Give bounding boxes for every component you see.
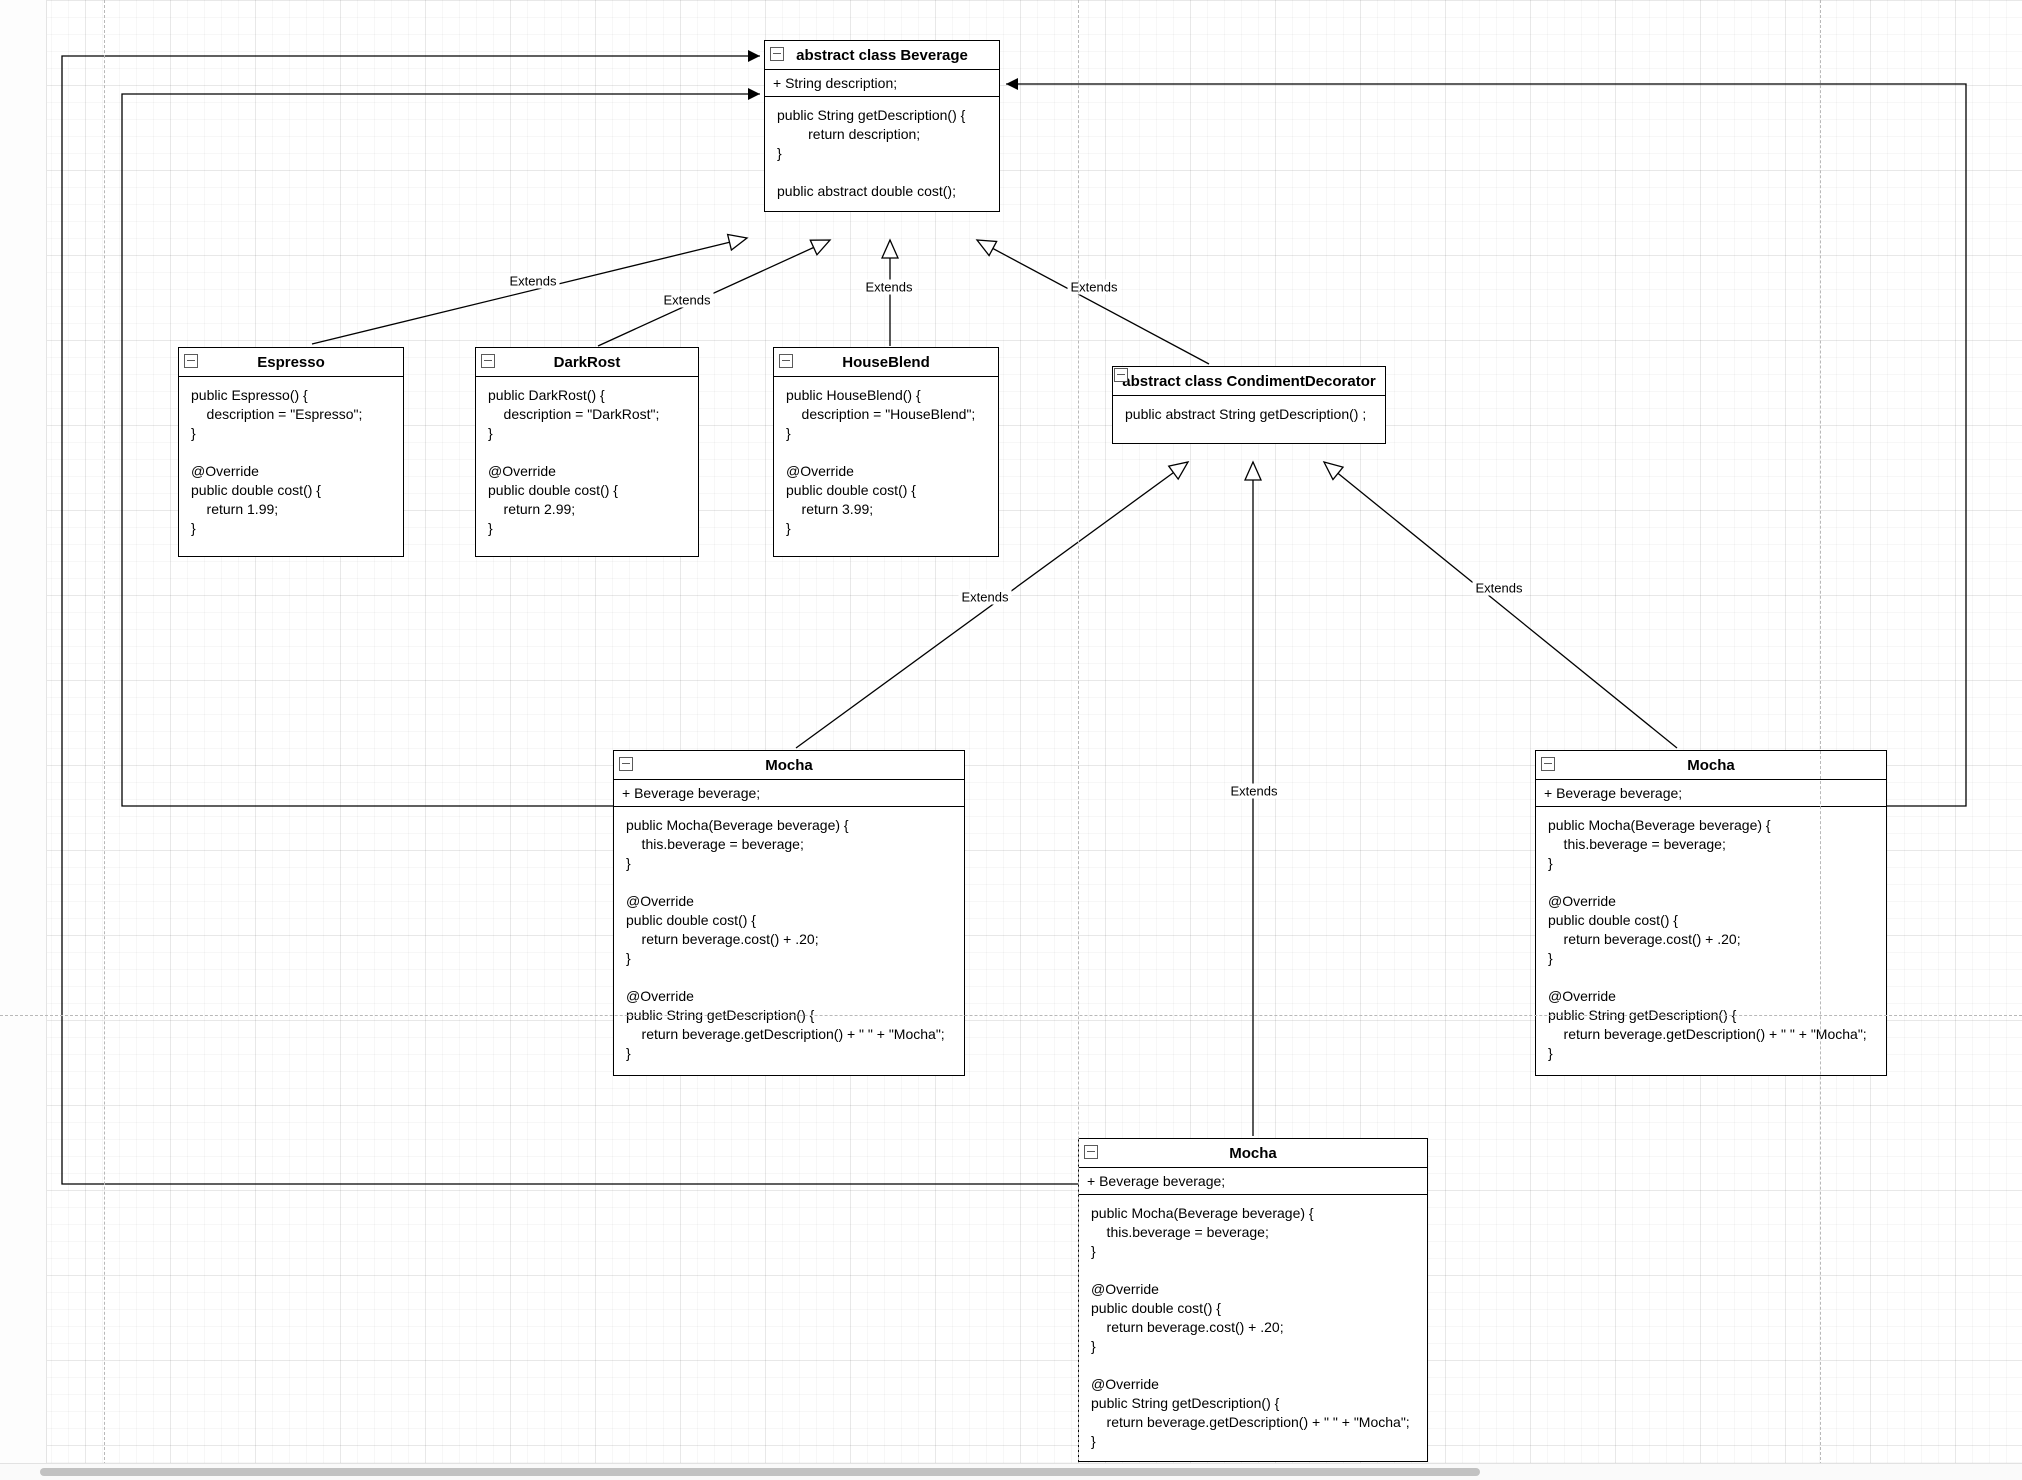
class-header-darkrost: DarkRost [476, 348, 698, 377]
class-body: public Mocha(Beverage beverage) { this.b… [626, 817, 945, 1061]
edge-label-extends[interactable]: Extends [660, 292, 714, 308]
edge-label-extends[interactable]: Extends [862, 279, 916, 295]
class-box-beverage[interactable]: abstract class Beverage + String descrip… [764, 40, 1000, 212]
class-box-mocha-left[interactable]: Mocha + Beverage beverage; public Mocha(… [613, 750, 965, 1076]
class-header-mocha: Mocha [1079, 1139, 1427, 1168]
collapse-icon[interactable] [1114, 368, 1128, 382]
class-field: + Beverage beverage; [614, 780, 964, 807]
page-guide-vertical [1820, 0, 1821, 1480]
class-box-houseblend[interactable]: HouseBlend public HouseBlend() { descrip… [773, 347, 999, 557]
collapse-icon[interactable] [770, 47, 784, 61]
collapse-icon[interactable] [481, 354, 495, 368]
class-body: public Mocha(Beverage beverage) { this.b… [1091, 1205, 1410, 1449]
class-box-darkrost[interactable]: DarkRost public DarkRost() { description… [475, 347, 699, 557]
class-body: public String getDescription() { return … [777, 107, 966, 199]
class-title: abstract class Beverage [796, 46, 968, 64]
collapse-icon[interactable] [184, 354, 198, 368]
page-guide-vertical [1078, 0, 1079, 1480]
page-guide-horizontal [0, 1015, 2022, 1016]
class-field: + Beverage beverage; [1079, 1168, 1427, 1195]
horizontal-scrollbar-thumb[interactable] [40, 1468, 1480, 1476]
edge-label-extends[interactable]: Extends [958, 589, 1012, 605]
class-field: + Beverage beverage; [1536, 780, 1886, 807]
edge-extends-condimentdecorator-beverage[interactable] [975, 239, 1210, 365]
class-header-condimentdecorator: abstract class CondimentDecorator [1113, 367, 1385, 396]
class-header-mocha: Mocha [1536, 751, 1886, 780]
class-title: Espresso [257, 353, 325, 371]
class-header-mocha: Mocha [614, 751, 964, 780]
edge-assoc-mocha-left-beverage[interactable] [121, 88, 760, 807]
class-body: public Espresso() { description = "Espre… [191, 387, 363, 536]
class-title: Mocha [1229, 1144, 1277, 1162]
class-title: Mocha [1687, 756, 1735, 774]
edge-extends-mocha-left-condimentdecorator[interactable] [795, 461, 1190, 749]
class-box-espresso[interactable]: Espresso public Espresso() { description… [178, 347, 404, 557]
edge-extends-darkrost-beverage[interactable] [597, 239, 832, 347]
horizontal-scrollbar-track[interactable] [0, 1463, 2022, 1480]
edge-label-extends[interactable]: Extends [506, 273, 560, 289]
collapse-icon[interactable] [1084, 1145, 1098, 1159]
edge-assoc-mocha-right-beverage[interactable] [1006, 78, 1967, 807]
class-title: Mocha [765, 756, 813, 774]
edge-extends-mocha-right-condimentdecorator[interactable] [1322, 460, 1678, 749]
class-box-mocha-bottom[interactable]: Mocha + Beverage beverage; public Mocha(… [1078, 1138, 1428, 1462]
class-body: public HouseBlend() { description = "Hou… [786, 387, 976, 536]
class-title: abstract class CondimentDecorator [1122, 372, 1376, 390]
class-title: DarkRost [553, 353, 621, 371]
collapse-icon[interactable] [619, 757, 633, 771]
class-header-espresso: Espresso [179, 348, 403, 377]
class-header-beverage: abstract class Beverage [765, 41, 999, 70]
class-box-condimentdecorator[interactable]: abstract class CondimentDecorator public… [1112, 366, 1386, 444]
class-header-houseblend: HouseBlend [774, 348, 998, 377]
edge-label-extends[interactable]: Extends [1067, 279, 1121, 295]
class-body: public DarkRost() { description = "DarkR… [488, 387, 660, 536]
class-title: HouseBlend [842, 353, 930, 371]
edge-label-extends[interactable]: Extends [1472, 580, 1526, 596]
page-guide-vertical [104, 0, 105, 1480]
class-body: public abstract String getDescription() … [1125, 406, 1367, 422]
collapse-icon[interactable] [779, 354, 793, 368]
class-box-mocha-right[interactable]: Mocha + Beverage beverage; public Mocha(… [1535, 750, 1887, 1076]
edge-assoc-mocha-bottom-beverage[interactable] [61, 50, 1078, 1185]
class-field: + String description; [765, 70, 999, 97]
collapse-icon[interactable] [1541, 757, 1555, 771]
edge-label-extends[interactable]: Extends [1227, 783, 1281, 799]
edge-extends-espresso-beverage[interactable] [311, 233, 749, 345]
canvas-left-margin [0, 0, 47, 1480]
class-body: public Mocha(Beverage beverage) { this.b… [1548, 817, 1867, 1061]
